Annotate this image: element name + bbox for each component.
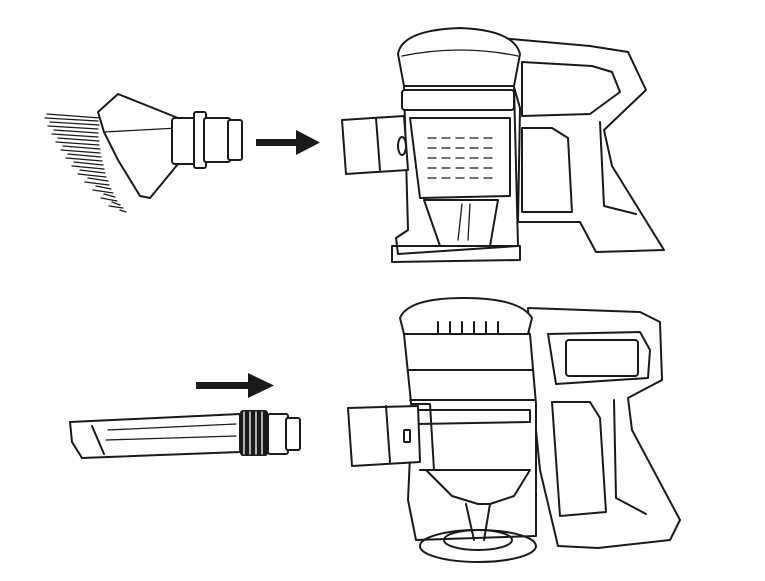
cyclone-cap [399, 297, 533, 335]
dust-bin [403, 333, 537, 541]
crevice-tool-grip [240, 410, 268, 456]
brush-nozzle-attachment [44, 93, 243, 213]
crevice-tool-body [69, 413, 241, 459]
brush-head [97, 93, 179, 199]
right-arrow-icon [196, 373, 274, 398]
crevice-tool-attachment [69, 410, 301, 459]
cyclone-cap [397, 27, 521, 87]
cap-ribs [437, 321, 499, 335]
vacuum-inlet [347, 405, 421, 467]
vacuum-handheld-unit [347, 297, 681, 563]
filter-vents [427, 137, 493, 179]
dust-bin [395, 85, 519, 255]
vacuum-handle [499, 37, 665, 253]
right-arrow-icon [256, 130, 320, 155]
vacuum-inlet [341, 115, 409, 175]
brush-bristles [44, 113, 127, 213]
vacuum-handheld-unit [341, 27, 665, 263]
